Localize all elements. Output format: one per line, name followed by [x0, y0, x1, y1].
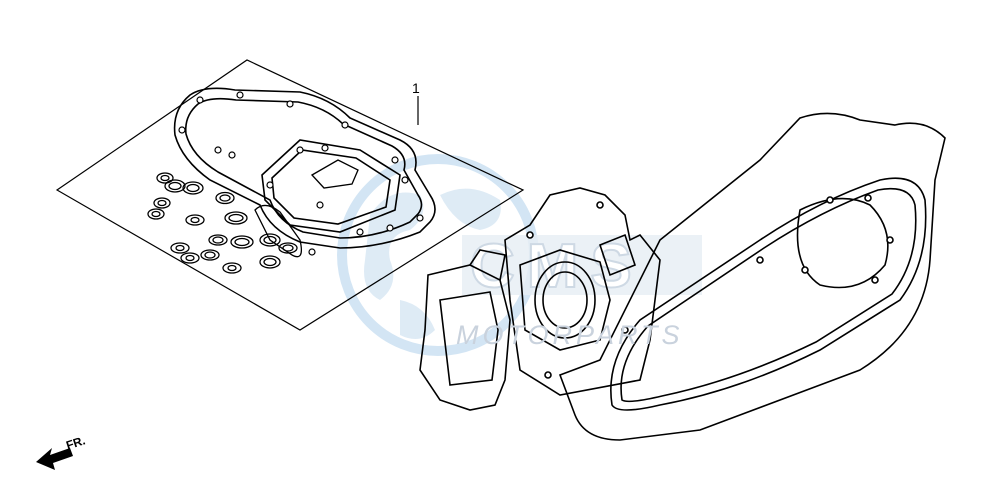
watermark-brand: CMS [470, 232, 644, 301]
engine-case-illustration [419, 112, 946, 441]
arrow-left-icon [36, 448, 73, 470]
crankcase-gasket [173, 87, 436, 258]
watermark-text: MOTORPARTS [456, 320, 684, 350]
gasket-kit-sheet [55, 59, 525, 331]
bolt-holes [178, 91, 424, 256]
callout-number: 1 [412, 80, 420, 96]
o-ring-set [147, 172, 298, 274]
